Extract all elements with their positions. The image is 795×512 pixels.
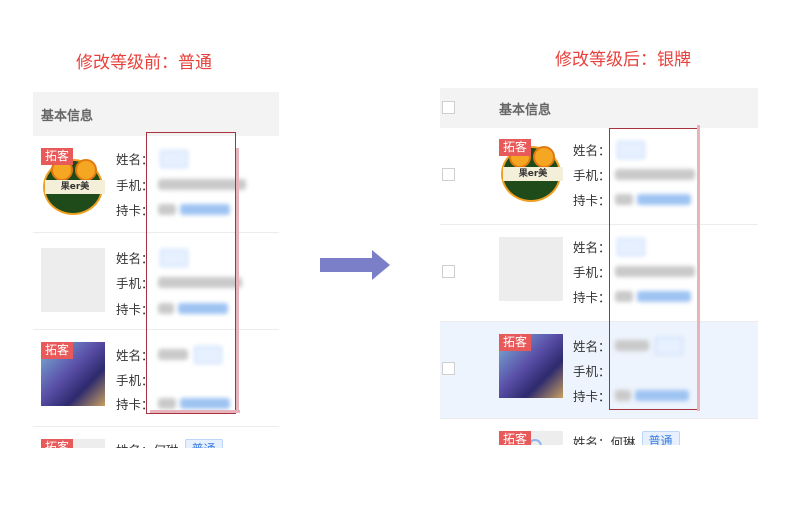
phone-label: 手机： [116, 373, 154, 388]
card-label: 持卡： [573, 193, 611, 208]
name-row: 姓名： [573, 140, 645, 159]
member-name: 何琳 [610, 434, 636, 446]
level-badge [616, 237, 645, 256]
tag-badge: 拓客 [499, 431, 532, 445]
card-row: 持卡： [116, 299, 228, 318]
name-label: 姓名： [116, 251, 154, 266]
card-label: 持卡： [116, 203, 154, 218]
name-row: 姓名： [116, 248, 188, 267]
list-item[interactable]: 姓名： 手机： 持卡： [440, 225, 758, 322]
name-row: 姓名： [573, 336, 683, 355]
name-label: 姓名： [116, 152, 154, 167]
name-row: 姓名： [116, 149, 188, 168]
phone-label: 手机： [573, 364, 611, 379]
after-caption: 修改等级后：银牌 [555, 50, 691, 70]
name-label: 姓名： [573, 339, 611, 354]
level-badge: 普通 [184, 439, 223, 448]
loading-icon [528, 439, 542, 445]
level-badge: 普通 [641, 431, 680, 445]
select-all-checkbox[interactable] [442, 101, 455, 114]
list-item[interactable]: 果er美 拓客 姓名： 手机： 持卡： [33, 136, 279, 233]
card-row: 持卡： [573, 190, 691, 209]
card-label: 持卡： [116, 302, 154, 317]
tag-badge: 拓客 [499, 139, 532, 156]
card-label: 持卡： [573, 290, 611, 305]
phone-row: 手机： [116, 273, 242, 292]
name-label: 姓名： [573, 240, 611, 255]
member-list-before: 基本信息 果er美 拓客 姓名： 手机： 持卡： 姓名： [33, 92, 279, 448]
phone-row: 手机： [573, 165, 695, 184]
level-badge [159, 149, 188, 168]
phone-label: 手机： [116, 178, 154, 193]
phone-row: 手机： [116, 175, 246, 194]
header-title: 基本信息 [41, 108, 94, 124]
name-row: 姓名： 何琳 普通 [116, 439, 223, 448]
tag-badge: 拓客 [41, 439, 74, 448]
avatar [499, 237, 563, 301]
row-checkbox[interactable] [442, 362, 455, 375]
phone-row: 手机： [573, 361, 611, 380]
phone-row: 手机： [573, 262, 695, 281]
card-row: 持卡： [573, 287, 691, 306]
phone-row: 手机： [116, 370, 154, 389]
list-item[interactable]: 拓客 姓名： 手机： 持卡： [33, 330, 279, 427]
list-header: 基本信息 [440, 88, 758, 128]
member-list-after: 基本信息 果er美 拓客 姓名： 手机： 持卡： [440, 88, 758, 445]
name-label: 姓名： [573, 434, 611, 446]
header-title: 基本信息 [499, 102, 552, 118]
card-row: 持卡： [116, 394, 230, 413]
tag-badge: 拓客 [499, 334, 532, 351]
card-row: 持卡： [116, 200, 230, 219]
name-row: 姓名： [573, 237, 645, 256]
member-name: 何琳 [154, 440, 179, 449]
card-label: 持卡： [116, 397, 154, 412]
before-caption: 修改等级前：普通 [76, 53, 212, 73]
avatar [41, 248, 105, 312]
store-logo: 果er美 [499, 140, 563, 204]
name-label: 姓名： [116, 440, 154, 449]
name-row: 姓名： 何琳 普通 [573, 431, 680, 445]
tag-badge: 拓客 [41, 148, 74, 165]
name-label: 姓名： [573, 143, 611, 158]
level-badge [654, 336, 683, 355]
name-row: 姓名： [116, 345, 222, 364]
level-badge [193, 345, 222, 364]
card-row: 持卡： [573, 386, 689, 405]
tag-badge: 拓客 [41, 342, 74, 359]
list-item-selected[interactable]: 拓客 姓名： 手机： 持卡： [440, 322, 758, 419]
card-label: 持卡： [573, 389, 611, 404]
list-item[interactable]: 拓客 姓名： 何琳 普通 [440, 419, 758, 445]
row-checkbox[interactable] [442, 168, 455, 181]
row-checkbox[interactable] [442, 265, 455, 278]
phone-label: 手机： [573, 265, 611, 280]
phone-label: 手机： [116, 276, 154, 291]
list-item[interactable]: 拓客 姓名： 何琳 普通 [33, 427, 279, 448]
list-header: 基本信息 [33, 92, 279, 136]
level-badge [616, 140, 645, 159]
level-badge [159, 248, 188, 267]
list-item[interactable]: 姓名： 手机： 持卡： [33, 233, 279, 330]
name-label: 姓名： [116, 348, 154, 363]
list-item[interactable]: 果er美 拓客 姓名： 手机： 持卡： [440, 128, 758, 225]
phone-label: 手机： [573, 168, 611, 183]
